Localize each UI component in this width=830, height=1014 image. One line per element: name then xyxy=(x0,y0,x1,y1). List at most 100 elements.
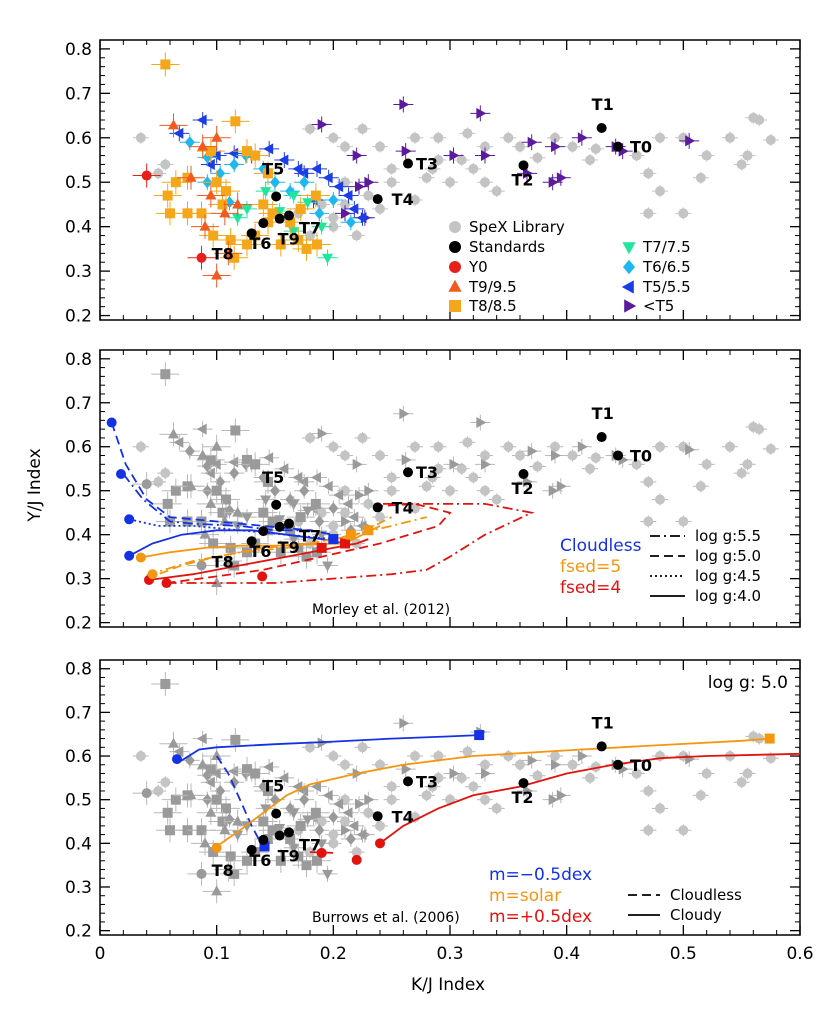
burrows-end-1 xyxy=(259,841,270,852)
data-point-SpeX-30 xyxy=(655,186,665,197)
data-point-T995-7 xyxy=(199,837,211,848)
data-point-SpeX-28 xyxy=(742,150,753,161)
data-point-SpeX-36 xyxy=(491,186,502,197)
data-point-SpeX-27 xyxy=(736,468,747,479)
data-point-T995-1 xyxy=(211,750,223,761)
data-point-T885-28 xyxy=(250,768,261,779)
data-point-T555-9 xyxy=(298,476,309,488)
x-tick-label: 0.6 xyxy=(786,944,813,964)
data-point-T885-2 xyxy=(230,425,241,436)
legend-metal-2: m=+0.5dex xyxy=(489,907,592,927)
data-point-SpeX-6 xyxy=(357,432,368,443)
data-point-T885-2 xyxy=(230,734,241,745)
data-point-T885-15 xyxy=(229,560,240,571)
standard-T2 xyxy=(518,468,529,479)
data-point-SpeX-32 xyxy=(678,516,689,527)
data-point-T5-8 xyxy=(481,458,491,470)
data-point-T885-25 xyxy=(312,855,322,866)
data-point-T555-12 xyxy=(333,489,344,501)
data-point-T5-0 xyxy=(317,118,328,130)
data-point-T555-0 xyxy=(173,436,184,448)
data-point-T885-0 xyxy=(160,679,171,690)
legend-marker-1 xyxy=(449,241,461,253)
legend-marker-2 xyxy=(449,261,461,273)
data-point-T885-29 xyxy=(263,785,273,796)
model-track-3 xyxy=(128,529,346,557)
data-point-T775-4 xyxy=(241,204,253,215)
data-point-SpeX-8 xyxy=(410,132,420,143)
standard-T9 xyxy=(274,521,285,532)
y-tick-label: 0.3 xyxy=(65,262,92,282)
data-point-T885-1 xyxy=(205,764,216,775)
data-point-T5-12 xyxy=(523,476,533,488)
standard-label-T3: T3 xyxy=(416,155,438,174)
data-point-SpeX-17 xyxy=(590,761,601,772)
data-point-T5-2 xyxy=(355,181,365,193)
data-point-T885-3 xyxy=(242,454,252,465)
data-point-T885-1 xyxy=(205,454,216,465)
data-point-T665-9 xyxy=(299,484,310,497)
standard-label-T3: T3 xyxy=(416,463,438,482)
data-point-SpeX-14 xyxy=(532,152,543,163)
data-point-T885-29 xyxy=(263,476,273,487)
standard-T5 xyxy=(271,191,282,202)
data-point-T555-9 xyxy=(298,167,309,179)
data-point-SpeX-48 xyxy=(433,463,444,474)
data-point-T775-3 xyxy=(260,187,272,198)
data-point-SpeX-16 xyxy=(567,450,578,461)
data-point-SpeX-13 xyxy=(515,141,525,152)
standard-T8 xyxy=(246,844,257,855)
data-point-SpeX-31 xyxy=(643,208,654,219)
data-point-T885-27 xyxy=(310,807,321,818)
data-point-T775-7 xyxy=(322,869,333,880)
standard-T6 xyxy=(258,526,269,537)
data-point-T885-4 xyxy=(170,794,181,805)
data-point-T885-28 xyxy=(250,150,261,161)
data-point-T665-9 xyxy=(299,793,310,806)
data-point-T885-4 xyxy=(170,177,181,188)
y-tick-label: 0.4 xyxy=(65,834,92,854)
standard-T7 xyxy=(284,210,294,221)
standard-label-T7: T7 xyxy=(299,527,321,546)
y-tick-label: 0.2 xyxy=(65,922,92,942)
data-point-T885-21 xyxy=(275,855,286,866)
data-point-SpeX-11 xyxy=(480,450,490,461)
standard-T5 xyxy=(271,808,282,819)
burrows-track-0 xyxy=(175,734,480,762)
data-point-SpeX-41 xyxy=(340,816,350,827)
data-point-SpeX-0 xyxy=(135,132,146,143)
standard-label-T1: T1 xyxy=(592,95,614,114)
data-point-T5-6 xyxy=(401,763,412,775)
legend-label-3: T9/9.5 xyxy=(468,278,517,296)
data-point-T665-7 xyxy=(270,484,280,497)
legend-marker-8 xyxy=(624,299,637,313)
data-point-T885-10 xyxy=(211,485,222,496)
data-point-T995-8 xyxy=(222,863,234,874)
data-point-SpeX-22 xyxy=(701,150,712,161)
data-point-SpeX-25 xyxy=(754,733,765,744)
data-point-T885-11 xyxy=(221,803,231,814)
standard-label-T9: T9 xyxy=(278,230,300,249)
data-point-T775-2 xyxy=(302,815,314,826)
data-point-T665-9 xyxy=(299,176,310,189)
legend-label-8: <T5 xyxy=(643,297,674,315)
burrows-end-0 xyxy=(474,730,485,741)
data-point-SpeX-17 xyxy=(590,143,601,154)
data-point-T555-16 xyxy=(356,212,367,224)
legend-marker-6 xyxy=(623,259,635,275)
x-tick-label: 0.3 xyxy=(436,944,463,964)
data-point-T665-10 xyxy=(314,207,325,220)
data-point-SpeX-39 xyxy=(386,485,397,496)
data-point-SpeX-36 xyxy=(491,803,502,814)
data-point-SpeX-54 xyxy=(305,847,315,858)
standard-label-T4: T4 xyxy=(392,498,414,517)
data-point-T885-21 xyxy=(275,239,286,250)
data-point-SpeX-39 xyxy=(386,794,397,805)
data-point-T885-0 xyxy=(160,59,171,70)
standard-T6 xyxy=(258,218,269,229)
data-point-T775-8 xyxy=(288,227,300,238)
data-point-SpeX-2 xyxy=(153,476,164,487)
data-point-SpeX-2 xyxy=(153,168,164,179)
x-tick-label: 0.1 xyxy=(203,944,230,964)
